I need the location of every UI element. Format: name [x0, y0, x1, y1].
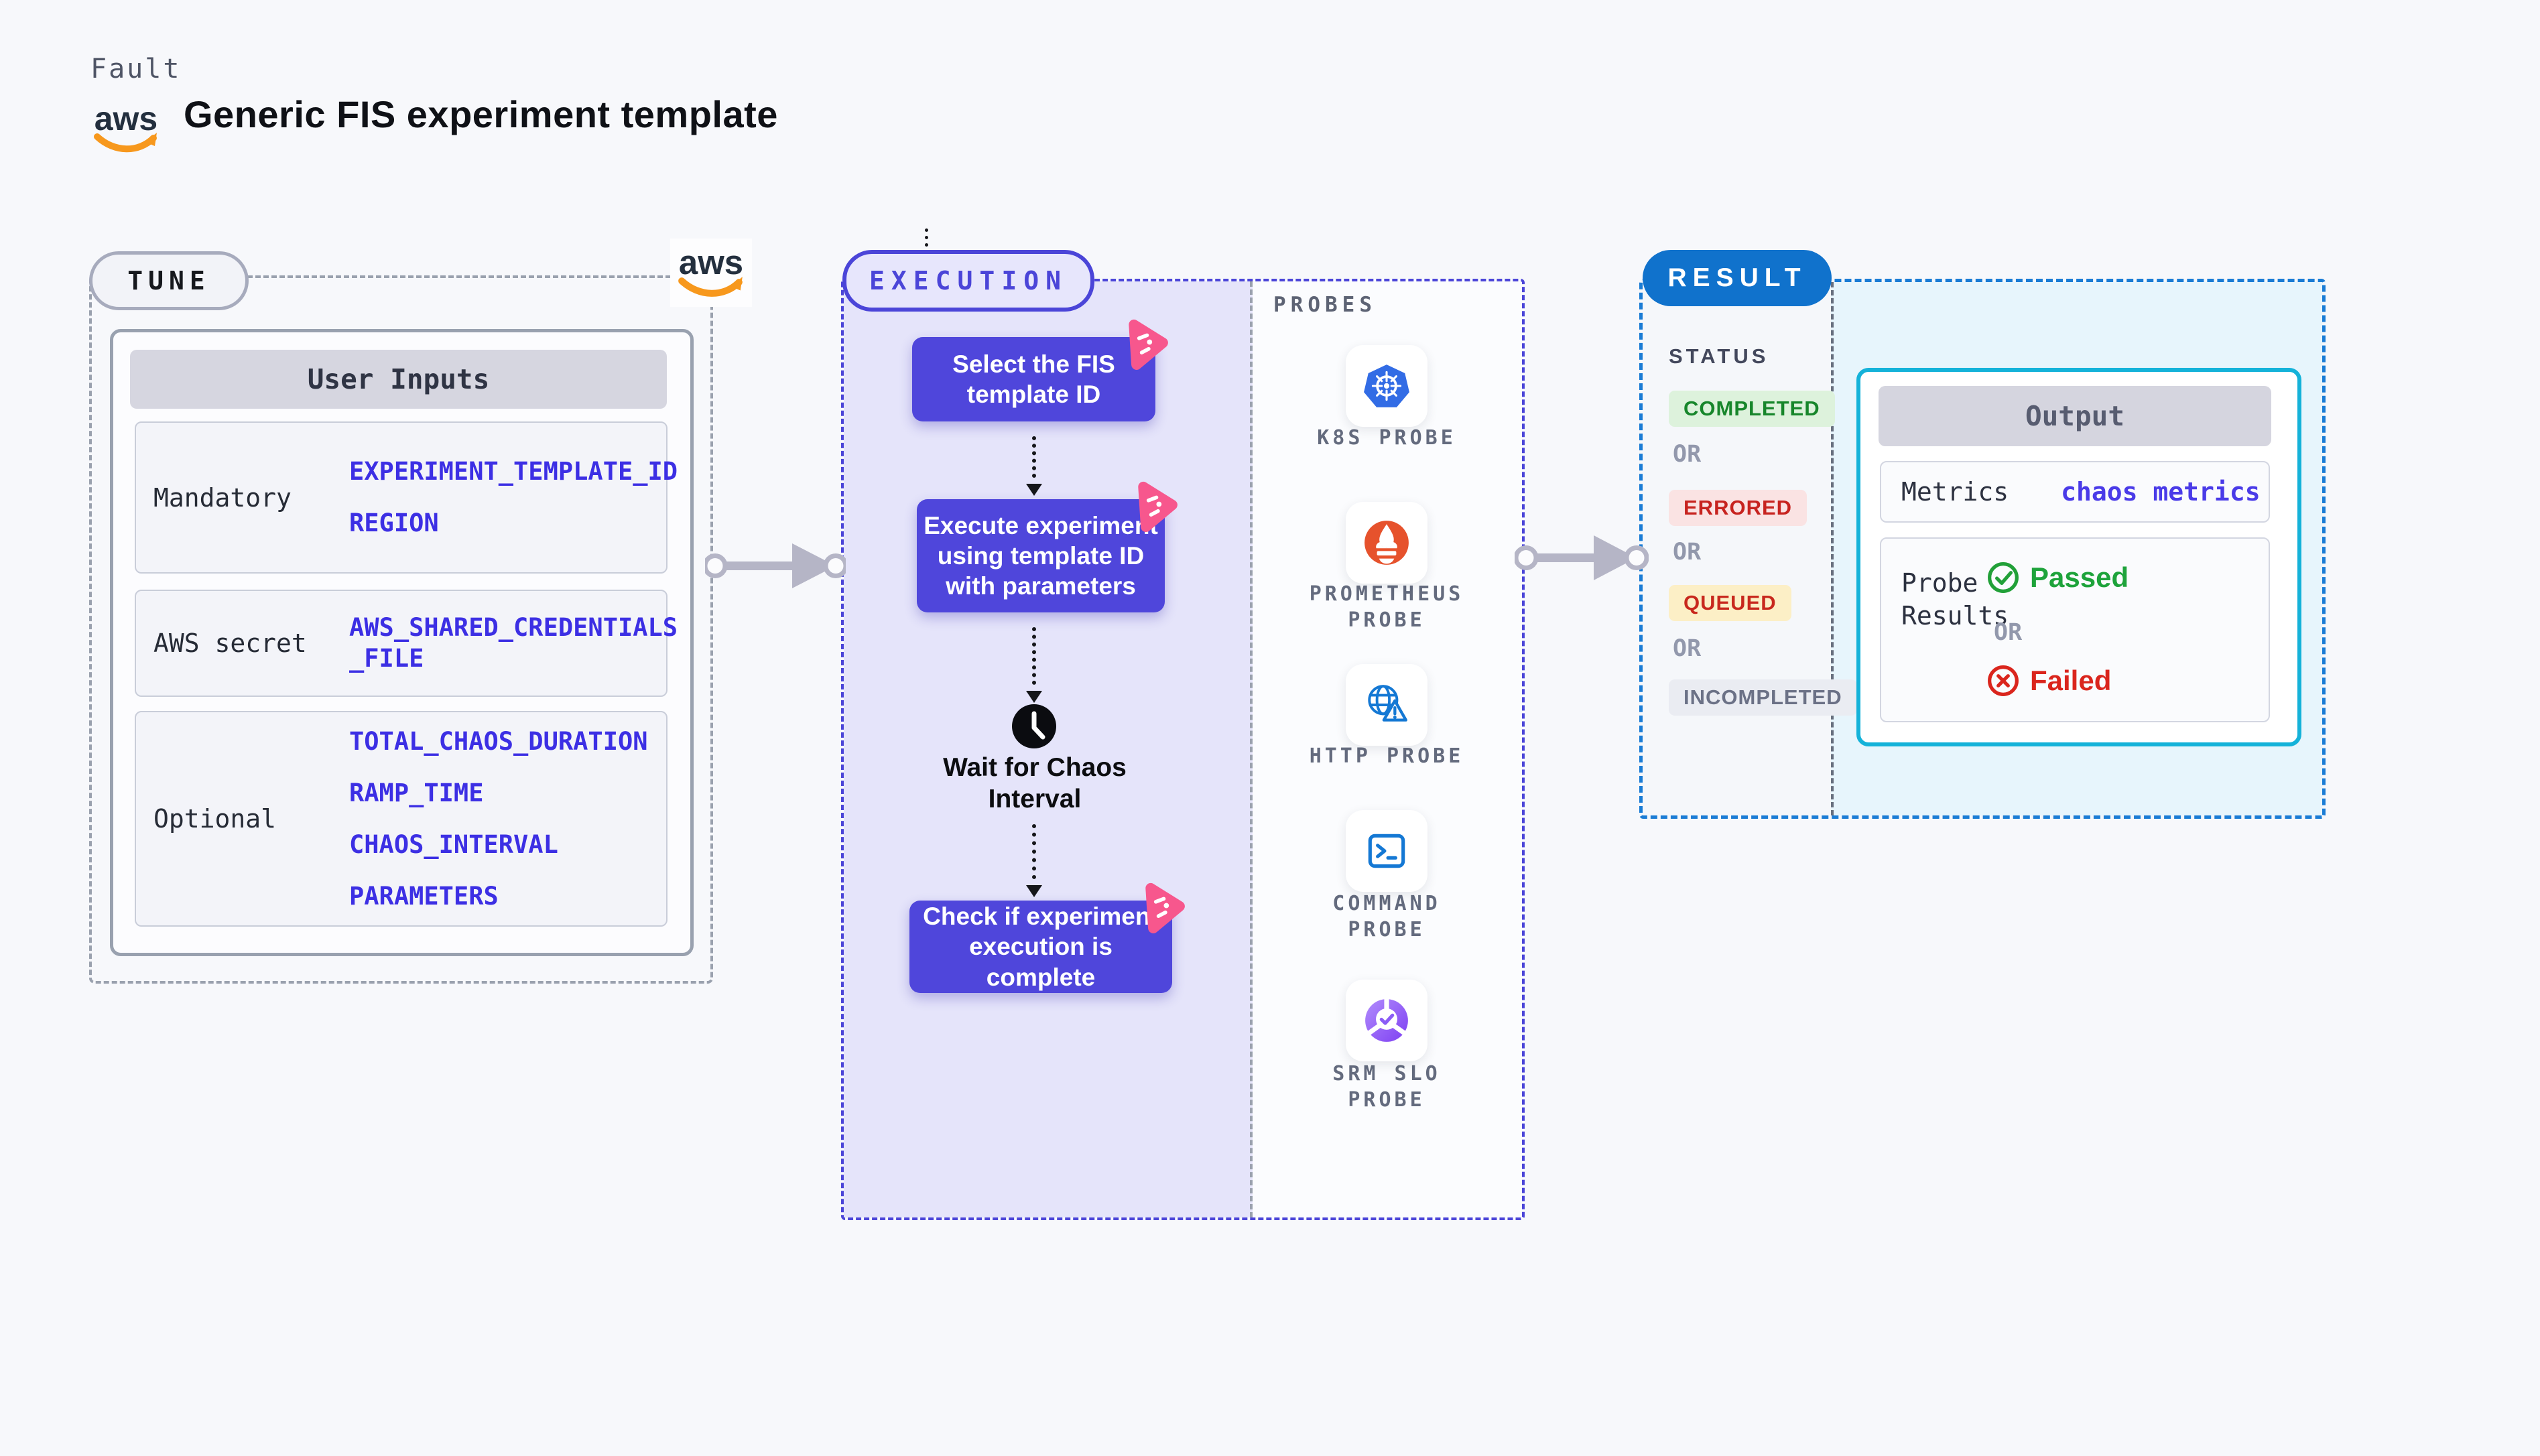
aws-logo-tune: aws	[670, 239, 752, 307]
row-value: AWS_SHARED_CREDENTIALS_FILE	[349, 613, 678, 673]
chaos-experiment-icon	[1145, 882, 1185, 933]
connector-stub	[925, 228, 928, 254]
table-row-mandatory: Mandatory EXPERIMENT_TEMPLATE_ID REGION	[135, 421, 678, 574]
status-badge-completed: COMPLETED	[1669, 391, 1835, 427]
output-row-metrics: Metrics chaos metrics	[1880, 461, 2270, 523]
kubernetes-icon	[1364, 365, 1409, 407]
output-header: Output	[1879, 386, 2271, 446]
probes-to-result-arrow	[1515, 535, 1649, 580]
row-value: EXPERIMENT_TEMPLATE_ID	[349, 457, 678, 486]
tune-badge: TUNE	[89, 251, 249, 310]
aws-logo: aws	[678, 243, 743, 297]
or-label: OR	[1994, 619, 2023, 646]
metrics-label: Metrics	[1901, 477, 2009, 507]
row-value: PARAMETERS	[349, 881, 499, 911]
probe-tile-http	[1346, 664, 1427, 746]
execution-panel	[841, 279, 1525, 1220]
step-select-template: Select the FIS template ID	[912, 319, 1168, 421]
table-row-aws-secret: AWS secret AWS_SHARED_CREDENTIALS_FILE	[135, 590, 678, 697]
step-execute-experiment: Execute experiment using template ID wit…	[917, 481, 1178, 612]
probe-label: SRM SLO PROBE	[1332, 1062, 1441, 1112]
output-table: Output Metrics chaos metrics Probe Resul…	[1856, 368, 2301, 746]
slo-donut-check-icon	[1365, 998, 1408, 1042]
check-circle-icon	[1988, 562, 2019, 593]
tune-panel	[89, 275, 713, 984]
flow-connector	[1032, 824, 1036, 879]
step-label: Check if experiment execution is complet…	[923, 903, 1159, 991]
terminal-icon	[1368, 834, 1405, 868]
page-title: Generic FIS experiment template	[184, 93, 778, 135]
arrowhead-down	[1026, 885, 1042, 897]
execution-flow-area	[844, 281, 1253, 1217]
probe-label: COMMAND PROBE	[1332, 892, 1441, 941]
probe-tile-prometheus	[1346, 502, 1427, 584]
or-label: OR	[1673, 635, 1702, 662]
flow-connector	[1032, 627, 1036, 685]
row-label: Mandatory	[153, 482, 292, 513]
row-value: REGION	[349, 509, 439, 537]
tune-to-execution-arrow	[705, 543, 846, 588]
arrowhead-down	[1026, 484, 1042, 496]
chaos-experiment-icon	[1138, 481, 1178, 532]
or-label: OR	[1673, 539, 1702, 566]
row-value: CHAOS_INTERVAL	[349, 830, 558, 859]
arrowhead-down	[1026, 691, 1042, 703]
execution-badge: EXECUTION	[842, 250, 1094, 312]
x-circle-icon	[1988, 665, 2019, 696]
or-label: OR	[1673, 441, 1702, 468]
probe-tile-srm-slo	[1346, 980, 1427, 1061]
clock-icon	[1012, 704, 1056, 748]
probes-title: PROBES	[1273, 293, 1377, 317]
http-globe-warning-icon	[1368, 685, 1407, 722]
svg-text:aws: aws	[94, 100, 158, 137]
probe-result-passed: Passed	[1987, 561, 2129, 594]
user-inputs-table: User Inputs Mandatory EXPERIMENT_TEMPLAT…	[110, 329, 694, 956]
row-label: AWS secret	[153, 628, 307, 658]
prometheus-icon	[1364, 521, 1409, 565]
status-badge-incompleted: INCOMPLETED	[1669, 679, 1857, 716]
svg-text:aws: aws	[679, 243, 743, 281]
user-inputs-header: User Inputs	[130, 350, 667, 409]
probe-label: PROMETHEUS PROBE	[1309, 582, 1464, 632]
probe-label: K8S PROBE	[1317, 426, 1456, 450]
status-badge-errored: ERRORED	[1669, 490, 1807, 526]
status-title: STATUS	[1669, 344, 1769, 368]
passed-label: Passed	[2030, 561, 2129, 593]
step-check-complete: Check if experiment execution is complet…	[909, 882, 1185, 993]
step-wait-interval: Wait for Chaos Interval	[943, 753, 1127, 813]
flow-connector	[1032, 436, 1036, 478]
probe-label: HTTP PROBE	[1309, 744, 1464, 768]
probe-results-label: Probe Results	[1901, 568, 2009, 631]
step-label: Select the FIS template ID	[952, 350, 1115, 408]
probe-tile-command	[1346, 810, 1427, 892]
output-row-probe-results: Probe Results Passed OR Failed	[1880, 537, 2270, 722]
metrics-value: chaos metrics	[2061, 477, 2261, 507]
table-row-optional: Optional TOTAL_CHAOS_DURATION RAMP_TIME …	[135, 711, 668, 927]
row-value: RAMP_TIME	[349, 778, 484, 807]
row-value: TOTAL_CHAOS_DURATION	[349, 726, 648, 756]
probe-tile-k8s	[1346, 345, 1427, 427]
aws-logo: aws	[94, 100, 158, 153]
failed-label: Failed	[2030, 665, 2112, 696]
step-label: Execute experiment using template ID wit…	[924, 511, 1158, 600]
brand-label: Fault	[90, 54, 182, 84]
result-badge: RESULT	[1643, 250, 1832, 306]
status-badge-queued: QUEUED	[1669, 585, 1791, 621]
row-label: Optional	[153, 804, 277, 834]
probe-result-failed: Failed	[1987, 665, 2111, 697]
chaos-experiment-icon	[1129, 319, 1168, 370]
